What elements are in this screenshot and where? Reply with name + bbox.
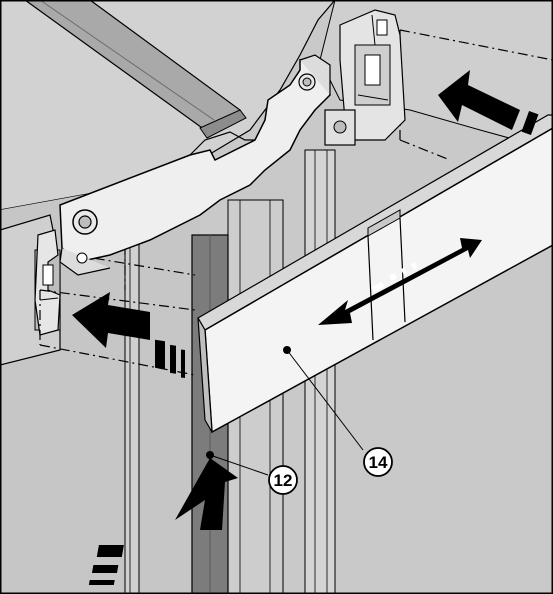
hinge-clip-left-icon xyxy=(34,229,61,336)
callout-12: 12 xyxy=(268,465,298,495)
glass-shelf-edge xyxy=(199,109,247,139)
push-direction-arrow-left-icon xyxy=(72,292,185,379)
callout-12-label: 12 xyxy=(274,471,293,490)
leader-12 xyxy=(206,451,269,476)
mounting-bracket-icon xyxy=(59,54,331,276)
bracket-connector xyxy=(324,109,356,146)
push-direction-arrow-up-icon xyxy=(88,458,238,585)
hinge-clip-right-icon xyxy=(339,9,406,141)
glass-shelf-highlight xyxy=(39,0,215,121)
callout-14-label: 14 xyxy=(369,453,388,472)
push-direction-arrow-right-icon xyxy=(438,70,539,136)
extend-arrow-icon xyxy=(318,238,482,325)
callout-14: 14 xyxy=(363,447,393,477)
leader-14 xyxy=(283,346,364,451)
guide-lines xyxy=(39,29,553,376)
